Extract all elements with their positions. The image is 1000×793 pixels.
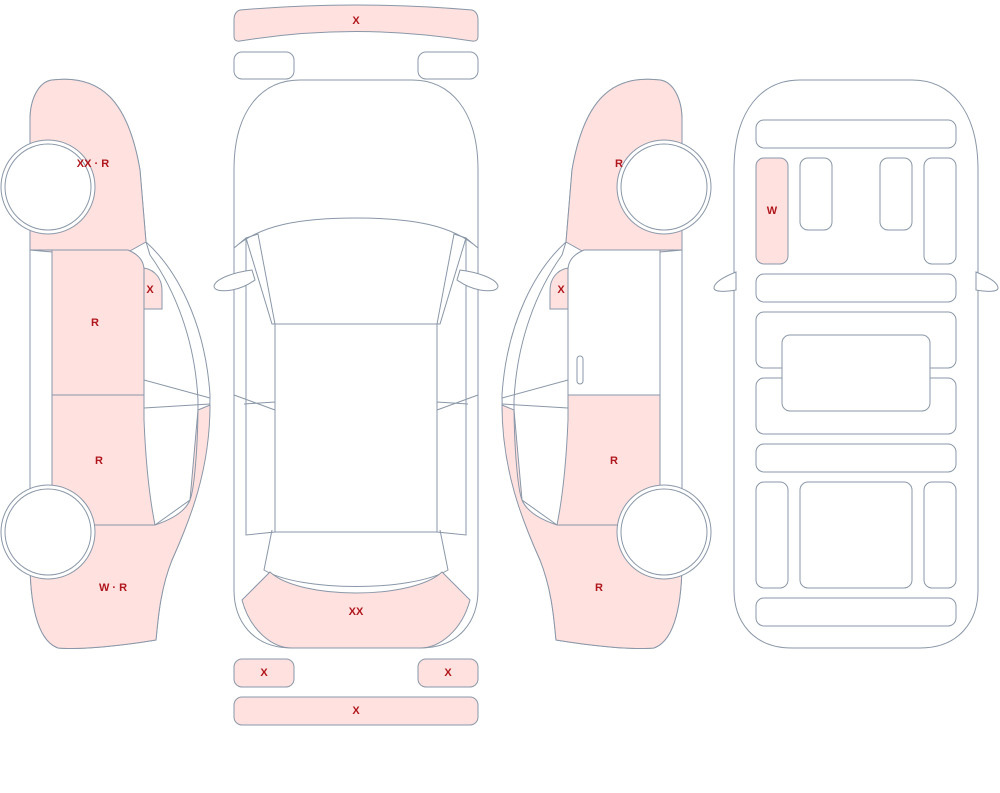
damage-labels: X XX · R X R R W · R XX X X X R X R R W bbox=[77, 15, 778, 717]
left-tail-light bbox=[233, 658, 295, 688]
cargo-right bbox=[923, 481, 957, 589]
left-mirror bbox=[143, 267, 163, 310]
left-rear-door-label: R bbox=[95, 455, 103, 467]
left-front-fender-label: XX · R bbox=[77, 158, 109, 170]
right-window-line bbox=[513, 241, 567, 526]
interior-right-mirror bbox=[975, 271, 999, 292]
right-rear-wheel bbox=[620, 488, 708, 576]
right-mirror-top bbox=[456, 269, 499, 292]
left-front-door-label: R bbox=[91, 317, 99, 329]
rear-shelf bbox=[755, 443, 957, 473]
rear-bumper bbox=[233, 696, 479, 726]
left-mirror-label: X bbox=[146, 284, 154, 296]
left-side-glass bbox=[233, 233, 276, 536]
rear-bumper-label: X bbox=[352, 705, 360, 717]
left-rear-wheel bbox=[4, 488, 92, 576]
front-left-seat bbox=[755, 157, 789, 265]
interior-view bbox=[713, 79, 999, 649]
right-rear-quarter-label: R bbox=[595, 582, 603, 594]
right-front-wheel bbox=[620, 143, 708, 231]
right-front-fender-label: R bbox=[615, 158, 623, 170]
left-tail-light-label: X bbox=[260, 667, 268, 679]
door-handle bbox=[576, 355, 584, 385]
left-mirror-top bbox=[213, 269, 256, 292]
right-tail-light bbox=[417, 658, 479, 688]
right-mirror-label: X bbox=[557, 284, 565, 296]
interior-left-mirror bbox=[713, 271, 737, 292]
right-front-door bbox=[567, 249, 661, 396]
windshield bbox=[233, 217, 479, 325]
right-mirror bbox=[549, 267, 569, 310]
roof bbox=[274, 323, 438, 533]
trunk-lid bbox=[241, 571, 471, 649]
left-front-door bbox=[51, 249, 145, 396]
right-headlight bbox=[417, 51, 479, 80]
center-console-bar bbox=[755, 273, 957, 303]
front-left-seat-label: W bbox=[767, 205, 778, 217]
left-window-line bbox=[145, 241, 199, 526]
trunk-lid-label: XX bbox=[349, 606, 364, 618]
front-bumper-top-label: X bbox=[352, 15, 360, 27]
top-view bbox=[213, 4, 499, 726]
front-bumper-top bbox=[233, 4, 479, 42]
trunk-sill bbox=[755, 597, 957, 627]
left-headlight bbox=[233, 51, 295, 80]
left-rear-quarter-label: W · R bbox=[99, 582, 127, 594]
cargo-left bbox=[755, 481, 789, 589]
front-center-right bbox=[879, 157, 913, 231]
front-right-seat bbox=[923, 157, 957, 265]
left-side-view bbox=[0, 78, 211, 650]
cargo-floor bbox=[799, 481, 913, 589]
left-front-wheel bbox=[4, 143, 92, 231]
right-side-glass bbox=[436, 233, 479, 536]
front-center-left bbox=[799, 157, 833, 231]
dashboard bbox=[755, 119, 957, 149]
right-side-view bbox=[501, 78, 712, 650]
rear-armrest bbox=[781, 334, 931, 412]
right-rear-door-label: R bbox=[610, 455, 618, 467]
right-tail-light-label: X bbox=[444, 667, 452, 679]
